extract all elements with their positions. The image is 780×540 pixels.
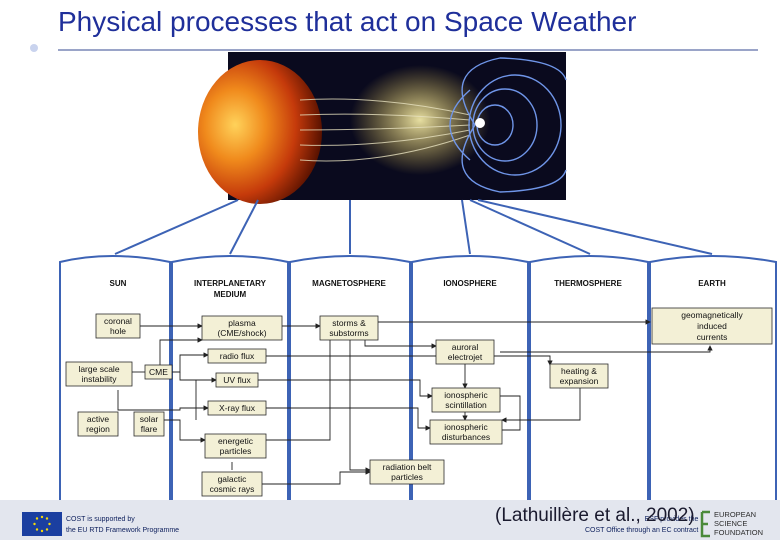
svg-text:electrojet: electrojet: [448, 352, 483, 362]
svg-text:auroral: auroral: [452, 342, 479, 352]
svg-text:(CME/shock): (CME/shock): [217, 328, 266, 338]
column-header-sun: SUN: [110, 279, 127, 288]
column-header-magnetosphere: MAGNETOSPHERE: [312, 279, 386, 288]
ionospheric-disturbances-box: ionospheric disturbances: [429, 419, 503, 445]
column-frames: [59, 199, 777, 500]
svg-text:disturbances: disturbances: [442, 432, 490, 442]
galactic-cosmic-rays-box: galactic cosmic rays: [201, 471, 263, 497]
svg-text:ionospheric: ionospheric: [444, 390, 488, 400]
column-header-interplanetary: INTERPLANETARY: [194, 279, 267, 288]
svg-text:radiation belt: radiation belt: [383, 462, 432, 472]
svg-text:heating &: heating &: [561, 366, 597, 376]
svg-text:instability: instability: [82, 374, 118, 384]
sun-earth-illustration: [198, 52, 567, 204]
page-title: Physical processes that act on Space Wea…: [58, 6, 637, 37]
magnetosphere-field-lines: [449, 57, 567, 193]
decorative-dot: [30, 44, 38, 52]
column-header-medium: MEDIUM: [214, 290, 247, 299]
coronal-hole-box: coronal hole: [95, 313, 141, 339]
geomagnetically-induced-currents-box: geomagnetically induced currents: [651, 307, 773, 345]
earth-icon: [475, 118, 485, 128]
citation: (Lathuillère et al., 2002): [495, 505, 695, 526]
svg-text:large scale: large scale: [78, 364, 119, 374]
svg-text:induced: induced: [697, 321, 727, 331]
ionospheric-scintillation-box: ionospheric scintillation: [431, 387, 501, 413]
energetic-particles-box: energetic particles: [204, 433, 267, 459]
svg-text:geomagnetically: geomagnetically: [681, 310, 743, 320]
plasma-box: plasma (CME/shock): [201, 315, 283, 341]
column-header-thermosphere: THERMOSPHERE: [554, 279, 622, 288]
radio-flux-box: radio flux: [207, 348, 267, 364]
svg-text:flare: flare: [141, 424, 158, 434]
xray-flux-box: X-ray flux: [207, 400, 267, 416]
sun-image: [198, 60, 322, 204]
title-divider: [58, 49, 758, 51]
svg-text:substorms: substorms: [329, 328, 368, 338]
svg-text:region: region: [86, 424, 110, 434]
column-header-earth: EARTH: [698, 279, 726, 288]
column-header-ionosphere: IONOSPHERE: [443, 279, 497, 288]
svg-text:currents: currents: [697, 332, 728, 342]
storms-substorms-box: storms & substorms: [319, 315, 379, 341]
svg-text:scintillation: scintillation: [445, 400, 487, 410]
auroral-electrojet-box: auroral electrojet: [435, 339, 495, 365]
svg-text:solar: solar: [140, 414, 159, 424]
svg-text:particles: particles: [391, 472, 423, 482]
cme-box: CME: [144, 364, 173, 380]
svg-text:plasma: plasma: [228, 318, 256, 328]
radiation-belt-particles-box: radiation belt particles: [369, 459, 445, 485]
svg-text:active: active: [87, 414, 109, 424]
esf-logo-text: EUROPEAN SCIENCE FOUNDATION: [714, 510, 764, 537]
svg-text:radio flux: radio flux: [220, 351, 255, 361]
solar-flare-box: solar flare: [133, 411, 165, 437]
svg-text:ionospheric: ionospheric: [444, 422, 488, 432]
svg-text:hole: hole: [110, 326, 126, 336]
eu-flag-icon: [22, 512, 62, 536]
esf-logo-icon: [700, 510, 710, 538]
footer-right-text: ESF provides the COST Office through an …: [585, 516, 699, 534]
footer-left-text: COST is supported by the EU RTD Framewor…: [66, 516, 180, 534]
svg-text:storms &: storms &: [332, 318, 366, 328]
footer-bar: [0, 500, 780, 540]
svg-text:particles: particles: [220, 446, 252, 456]
svg-text:galactic: galactic: [218, 474, 248, 484]
svg-text:CME: CME: [149, 367, 168, 377]
active-region-box: active region: [77, 411, 119, 437]
svg-text:UV flux: UV flux: [223, 375, 251, 385]
svg-text:expansion: expansion: [560, 376, 599, 386]
large-scale-instability-box: large scale instability: [65, 361, 133, 387]
svg-text:cosmic rays: cosmic rays: [210, 484, 255, 494]
svg-text:energetic: energetic: [218, 436, 254, 446]
uv-flux-box: UV flux: [215, 372, 259, 388]
svg-text:X-ray flux: X-ray flux: [219, 403, 256, 413]
svg-text:coronal: coronal: [104, 316, 132, 326]
heating-expansion-box: heating & expansion: [549, 363, 609, 389]
